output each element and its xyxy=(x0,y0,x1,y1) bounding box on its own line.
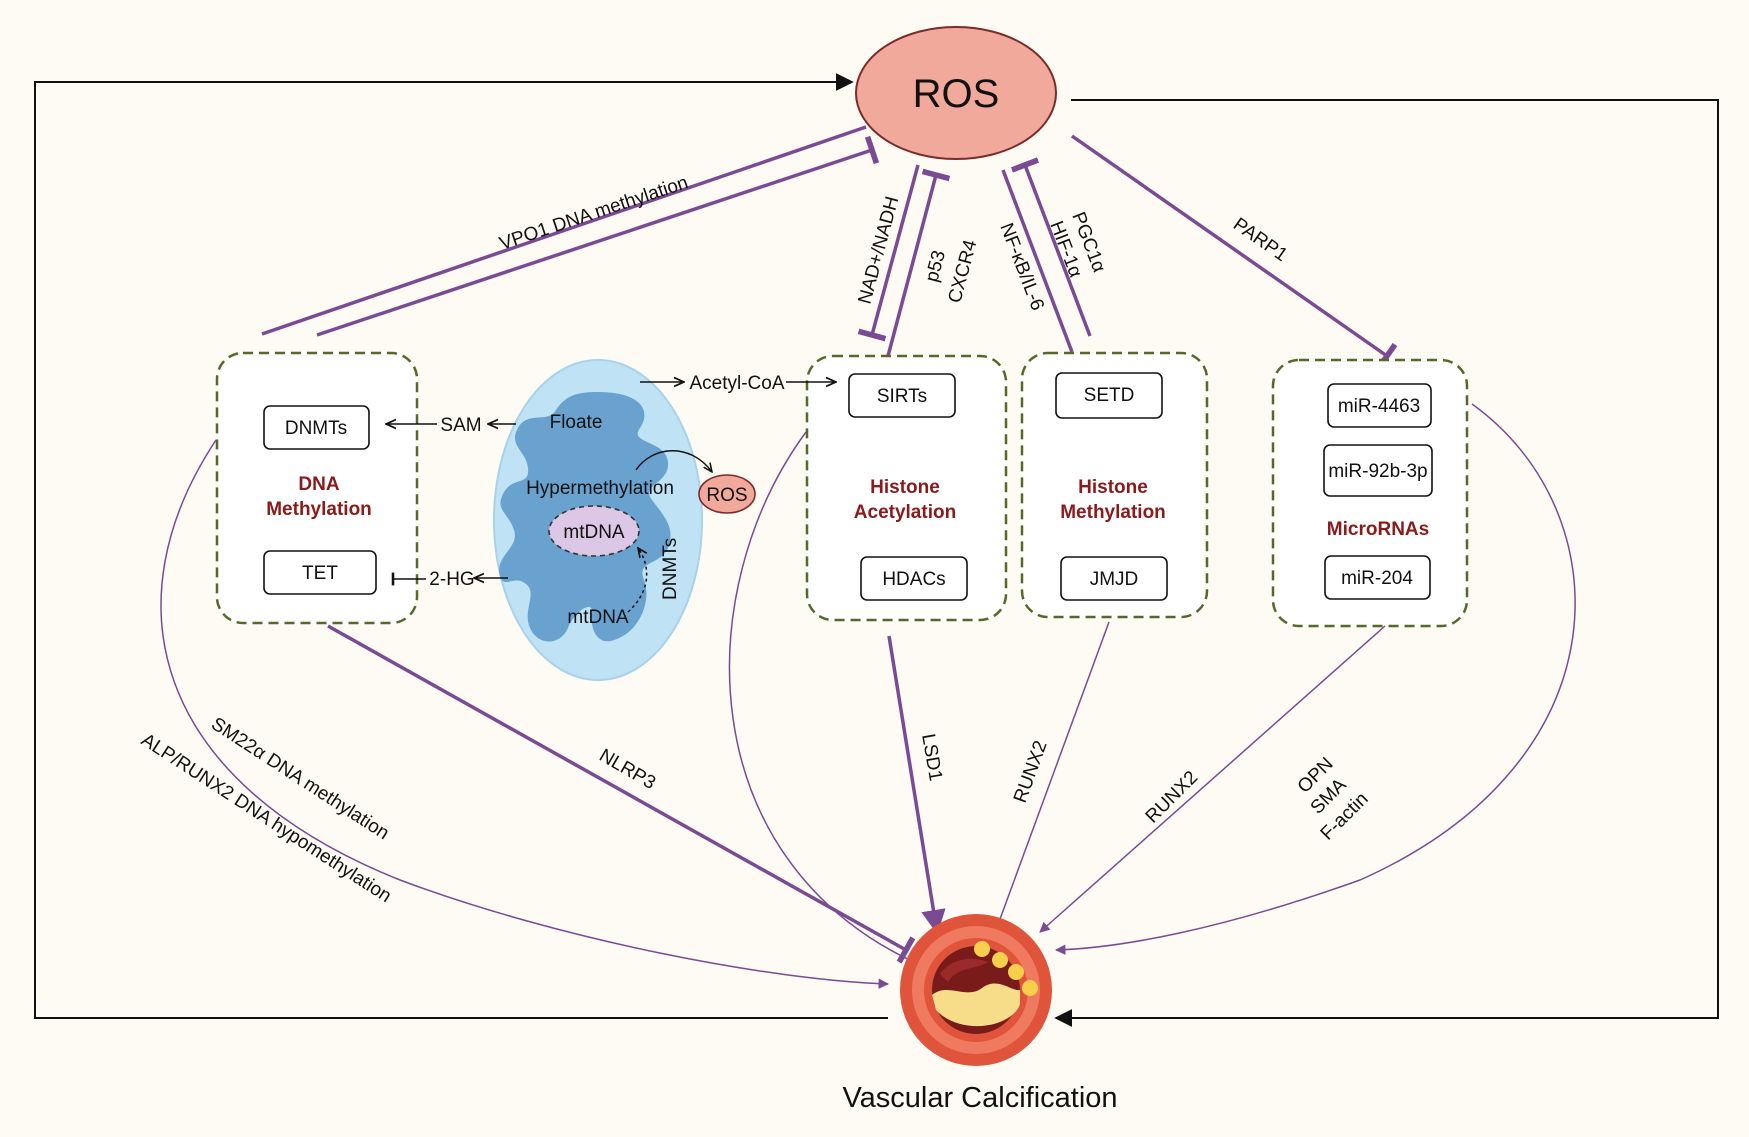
label-cxcr4: CXCR4 xyxy=(945,237,982,305)
label-runx2-mirna: RUNX2 xyxy=(1142,767,1202,827)
edge-hdac-inhibit xyxy=(728,431,922,970)
jmjd-box[interactable] xyxy=(1060,556,1168,601)
dna-methylation-title-2: Methylation xyxy=(266,499,372,520)
dnmts-box[interactable] xyxy=(263,405,370,450)
loop-left-edge xyxy=(34,73,888,1019)
edge-nad xyxy=(857,164,920,342)
ros-edges xyxy=(261,125,1398,370)
mtdna-outer-label: mtDNA xyxy=(567,607,629,628)
floate-label: Floate xyxy=(550,412,603,433)
mito-ros-ellipse xyxy=(698,474,756,514)
dnmts-label: DNMTs xyxy=(285,418,347,439)
mir-92b-3p-label: miR-92b-3p xyxy=(1328,461,1427,482)
ros-node[interactable]: ROS xyxy=(855,26,1057,160)
dnmts-mito-label: DNMTs xyxy=(660,538,681,600)
module-micrornas[interactable]: miR-4463 miR-92b-3p MicroRNAs miR-204 xyxy=(1271,358,1469,628)
mir-204-box[interactable] xyxy=(1324,555,1431,600)
artery-icon xyxy=(900,914,1052,1066)
sirts-label: SIRTs xyxy=(877,386,927,407)
edge-sm22a xyxy=(160,439,890,989)
sirts-box[interactable] xyxy=(848,373,956,418)
edge-parp1 xyxy=(1070,134,1398,370)
label-lsd1: LSD1 xyxy=(917,732,946,782)
edge-p53 xyxy=(886,168,951,357)
label-sm22a: SM22α DNA methylation xyxy=(207,714,392,845)
ros-ellipse xyxy=(855,26,1057,160)
label-nlrp3: NLRP3 xyxy=(596,745,660,794)
micrornas-title: MicroRNAs xyxy=(1327,519,1429,540)
edge-runx2-histone xyxy=(994,621,1110,931)
histone-methylation-title-1: Histone xyxy=(1078,477,1148,498)
hdacs-label: HDACs xyxy=(882,569,945,590)
edge-lsd1 xyxy=(887,635,946,935)
mitochondrion: mtDNA Floate Hypermethylation mtDNA DNMT… xyxy=(493,359,756,681)
edge-dna-to-ros xyxy=(316,135,880,337)
calcification-edges xyxy=(160,403,1576,989)
mito-ros-label: ROS xyxy=(706,485,747,506)
two-hg-label: 2-HG xyxy=(429,569,474,590)
ros-label: ROS xyxy=(913,72,1000,116)
module-histone-methylation-border xyxy=(1020,351,1209,619)
edge-runx2-mirna xyxy=(1039,625,1386,933)
setd-box[interactable] xyxy=(1055,372,1163,419)
label-parp1: PARP1 xyxy=(1229,214,1291,266)
mir-4463-label: miR-4463 xyxy=(1338,396,1420,417)
feedback-loop xyxy=(34,73,1719,1027)
sam-label: SAM xyxy=(440,415,481,436)
mtdna-inner-label: mtDNA xyxy=(563,522,625,543)
mtdna-methylation-arrow xyxy=(627,548,648,613)
edge-pgc1a xyxy=(1010,157,1092,337)
acetyl-coa-label: Acetyl-CoA xyxy=(689,373,784,394)
edge-nlrp3 xyxy=(327,624,916,964)
label-p53: p53 xyxy=(922,248,950,284)
loop-right-edge xyxy=(1054,99,1719,1027)
vascular-calcification-label: Vascular Calcification xyxy=(842,1082,1117,1114)
mir-204-label: miR-204 xyxy=(1341,568,1413,589)
mito-to-ros-arrow xyxy=(635,450,712,472)
module-histone-acetylation[interactable]: SIRTs Histone Acetylation HDACs xyxy=(805,354,1008,622)
mir-4463-box[interactable] xyxy=(1327,383,1432,428)
mir-92b-3p-box[interactable] xyxy=(1323,444,1433,497)
jmjd-label: JMJD xyxy=(1090,569,1139,590)
setd-label: SETD xyxy=(1084,385,1135,406)
histone-acetylation-title-1: Histone xyxy=(870,477,940,498)
metabolite-links: SAM 2-HG Acetyl-CoA xyxy=(386,373,836,590)
mtdna-oval xyxy=(548,505,640,557)
dna-methylation-title-1: DNA xyxy=(298,474,339,495)
histone-methylation-title-2: Methylation xyxy=(1060,502,1166,523)
edge-opn xyxy=(1054,403,1576,955)
module-histone-methylation[interactable]: SETD Histone Methylation JMJD xyxy=(1020,351,1209,619)
hdacs-box[interactable] xyxy=(860,556,968,601)
tet-box[interactable] xyxy=(263,550,377,595)
module-histone-acetylation-border xyxy=(805,354,1008,622)
tet-label: TET xyxy=(302,563,338,584)
hypermethylation-label: Hypermethylation xyxy=(526,478,674,499)
edge-nfkb xyxy=(1001,169,1074,353)
module-dna-methylation[interactable]: DNMTs DNA Methylation TET xyxy=(215,351,419,625)
edge-vpo1 xyxy=(261,125,867,336)
histone-acetylation-title-2: Acetylation xyxy=(854,502,956,523)
